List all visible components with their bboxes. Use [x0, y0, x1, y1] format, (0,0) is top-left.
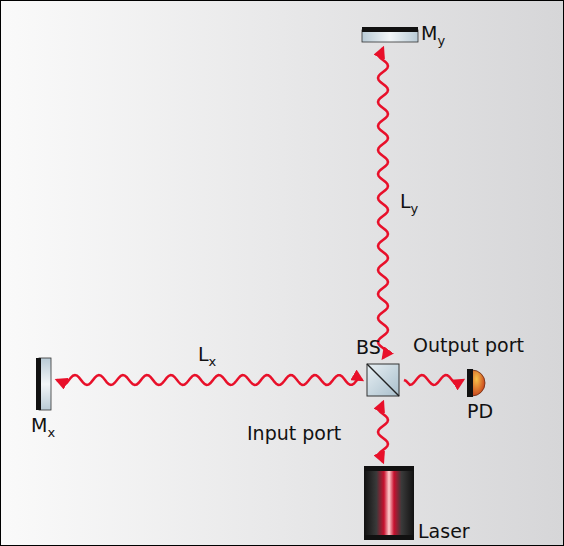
component-label: BS [356, 338, 381, 357]
port-label: Input port [247, 424, 341, 443]
beam-splitter [367, 364, 399, 396]
laser-source [364, 466, 414, 540]
arm-length-label: Ly [400, 192, 418, 211]
laser-beam [404, 375, 463, 385]
arm-length-label: Lx [198, 345, 216, 364]
mirror-y [362, 27, 418, 42]
laser-beam [378, 48, 388, 358]
mirror-label: My [421, 24, 445, 43]
photodiode [467, 369, 485, 397]
mirror-label: Mx [31, 416, 55, 435]
mirror-x [36, 358, 51, 410]
laser-beams [57, 48, 463, 462]
laser-beam [378, 402, 388, 462]
laser-beam [57, 375, 362, 385]
component-label: Laser [418, 522, 470, 541]
port-label: Output port [413, 336, 524, 355]
component-label: PD [467, 402, 493, 421]
